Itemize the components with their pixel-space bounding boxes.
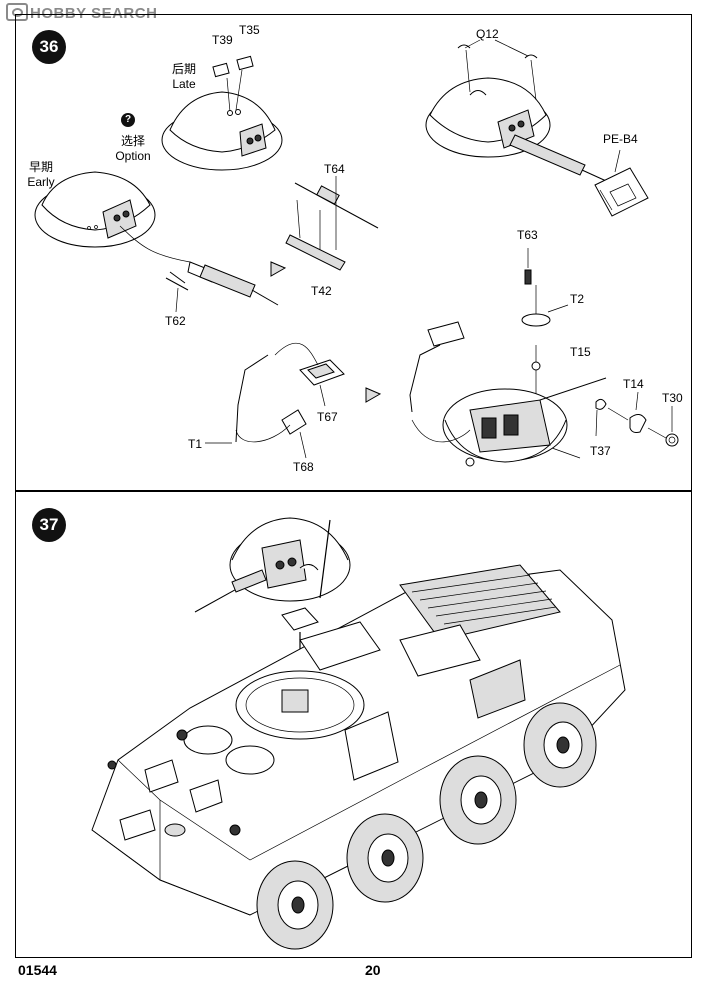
step-37-badge: 37 bbox=[32, 508, 66, 542]
part-label-t37: T37 bbox=[590, 444, 611, 458]
late-label-cn: 后期 bbox=[171, 62, 196, 76]
part-label-t68: T68 bbox=[293, 460, 314, 474]
part-label-t42: T42 bbox=[311, 284, 332, 298]
part-label-t64: T64 bbox=[324, 162, 345, 176]
part-label-t30: T30 bbox=[662, 391, 683, 405]
part-t64-t42-drawing bbox=[285, 176, 379, 271]
step-36-panel bbox=[15, 14, 692, 491]
turret-assembly-drawing bbox=[194, 517, 351, 706]
direction-arrow-icon bbox=[270, 261, 287, 277]
t14-t30-t37-drawing bbox=[595, 391, 679, 447]
early-label: 早期 Early bbox=[26, 158, 56, 189]
watermark: HOBBY SEARCH bbox=[6, 3, 157, 22]
part-label-t1: T1 bbox=[188, 437, 203, 451]
part-label-pe-b4: PE-B4 bbox=[603, 132, 638, 146]
part-label-t67: T67 bbox=[317, 410, 338, 424]
early-turret-drawing bbox=[34, 171, 279, 306]
t1-t67-t68-drawing bbox=[205, 342, 345, 459]
step-37-panel bbox=[15, 491, 692, 958]
hobby-search-logo-icon bbox=[6, 3, 28, 21]
watermark-text: HOBBY SEARCH bbox=[30, 5, 158, 22]
part-t62-drawing bbox=[165, 277, 189, 291]
direction-arrow-2-icon bbox=[365, 387, 382, 403]
page-number: 20 bbox=[365, 962, 381, 978]
late-turret-drawing bbox=[161, 55, 283, 171]
part-label-t39: T39 bbox=[212, 33, 233, 47]
pe-b4-drawing bbox=[594, 149, 649, 217]
early-label-en: Early bbox=[27, 175, 55, 189]
part-label-t35: T35 bbox=[239, 23, 260, 37]
option-label-cn: 选择 bbox=[120, 134, 145, 148]
hull-drawing bbox=[91, 564, 626, 916]
early-label-cn: 早期 bbox=[28, 160, 53, 174]
step-36-badge: 36 bbox=[32, 30, 66, 64]
product-code: 01544 bbox=[18, 962, 57, 978]
part-label-t2: T2 bbox=[570, 292, 585, 306]
option-question-icon: ? bbox=[121, 113, 135, 127]
option-label: 选择 Option bbox=[112, 132, 154, 163]
late-label: 后期 Late bbox=[168, 60, 200, 91]
option-label-en: Option bbox=[115, 149, 151, 163]
part-label-t63: T63 bbox=[517, 228, 538, 242]
wheels-drawing bbox=[256, 702, 597, 950]
completed-turret-drawing bbox=[409, 321, 607, 467]
part-label-q12: Q12 bbox=[476, 27, 499, 41]
part-label-t62: T62 bbox=[165, 314, 186, 328]
q12-turret-drawing bbox=[425, 39, 616, 186]
part-label-t14: T14 bbox=[623, 377, 644, 391]
part-label-t15: T15 bbox=[570, 345, 591, 359]
late-label-en: Late bbox=[172, 77, 196, 91]
